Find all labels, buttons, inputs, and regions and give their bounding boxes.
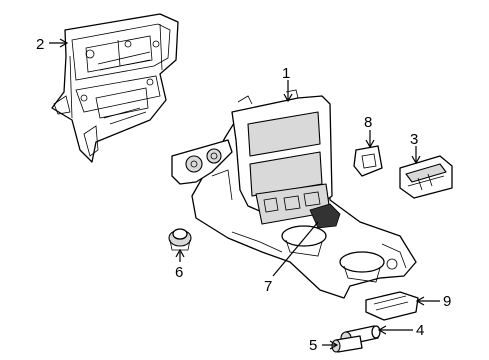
callout-7: 7	[264, 278, 272, 295]
part-1-console	[191, 89, 417, 299]
callout-9: 9	[443, 293, 451, 310]
leader-lines	[49, 38, 440, 350]
arrow-6	[175, 248, 185, 258]
arrow-4	[377, 325, 387, 335]
part-5-fitting	[331, 335, 363, 353]
part-6-plug	[168, 228, 192, 251]
part-8-switch	[353, 145, 383, 177]
arrow-2	[59, 38, 69, 48]
callout-5: 5	[309, 337, 317, 354]
arrow-5	[329, 340, 339, 350]
callout-8: 8	[364, 114, 372, 131]
callout-4: 4	[416, 322, 424, 339]
callout-labels: 1 2 3 4 5 6 7 8 9	[36, 36, 451, 354]
arrow-1	[283, 93, 293, 103]
arrow-8	[365, 139, 375, 149]
part-1-side-trim	[171, 139, 233, 185]
arrow-3	[411, 155, 421, 165]
callout-3: 3	[410, 131, 418, 148]
arrow-9	[415, 296, 425, 306]
callout-2: 2	[36, 36, 44, 53]
part-2-bracket	[51, 13, 179, 163]
leader-7	[272, 221, 319, 277]
callout-6: 6	[175, 264, 183, 281]
part-3-control-module	[399, 155, 453, 199]
part-9-tray	[365, 291, 419, 321]
callout-1: 1	[282, 65, 290, 82]
